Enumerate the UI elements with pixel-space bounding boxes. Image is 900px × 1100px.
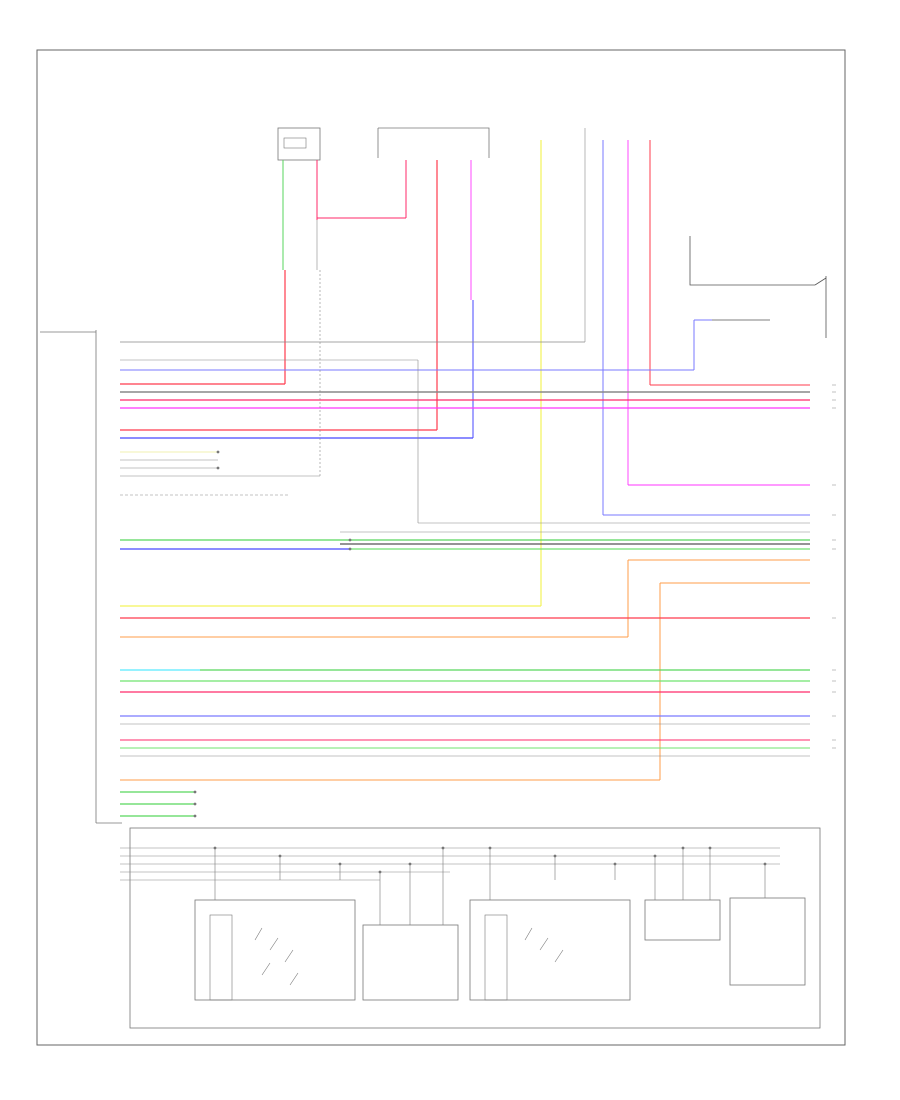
switch-right	[712, 276, 827, 338]
connector-right-b	[729, 897, 806, 986]
bottom-module-outline	[129, 827, 821, 1029]
switch-assembly-left	[194, 899, 356, 1001]
top-module-box-left	[277, 127, 321, 161]
switch-assembly-left-inner	[209, 914, 233, 1001]
switch-assembly-right	[469, 899, 631, 1001]
switch-symbols-left	[254, 927, 299, 986]
connector-center	[362, 924, 459, 1001]
right-terminal-ticks	[832, 384, 836, 749]
connector-block-right	[689, 236, 815, 286]
switch-symbols-right	[524, 927, 564, 963]
switch-assembly-right-inner	[484, 914, 508, 1001]
ecu-box-edge	[95, 330, 122, 824]
connector-right-a	[644, 899, 721, 941]
junction-dots	[193, 450, 767, 874]
top-module-box-center	[377, 127, 490, 158]
top-module-box-left-inner	[283, 137, 307, 149]
page-frame	[36, 49, 846, 1046]
